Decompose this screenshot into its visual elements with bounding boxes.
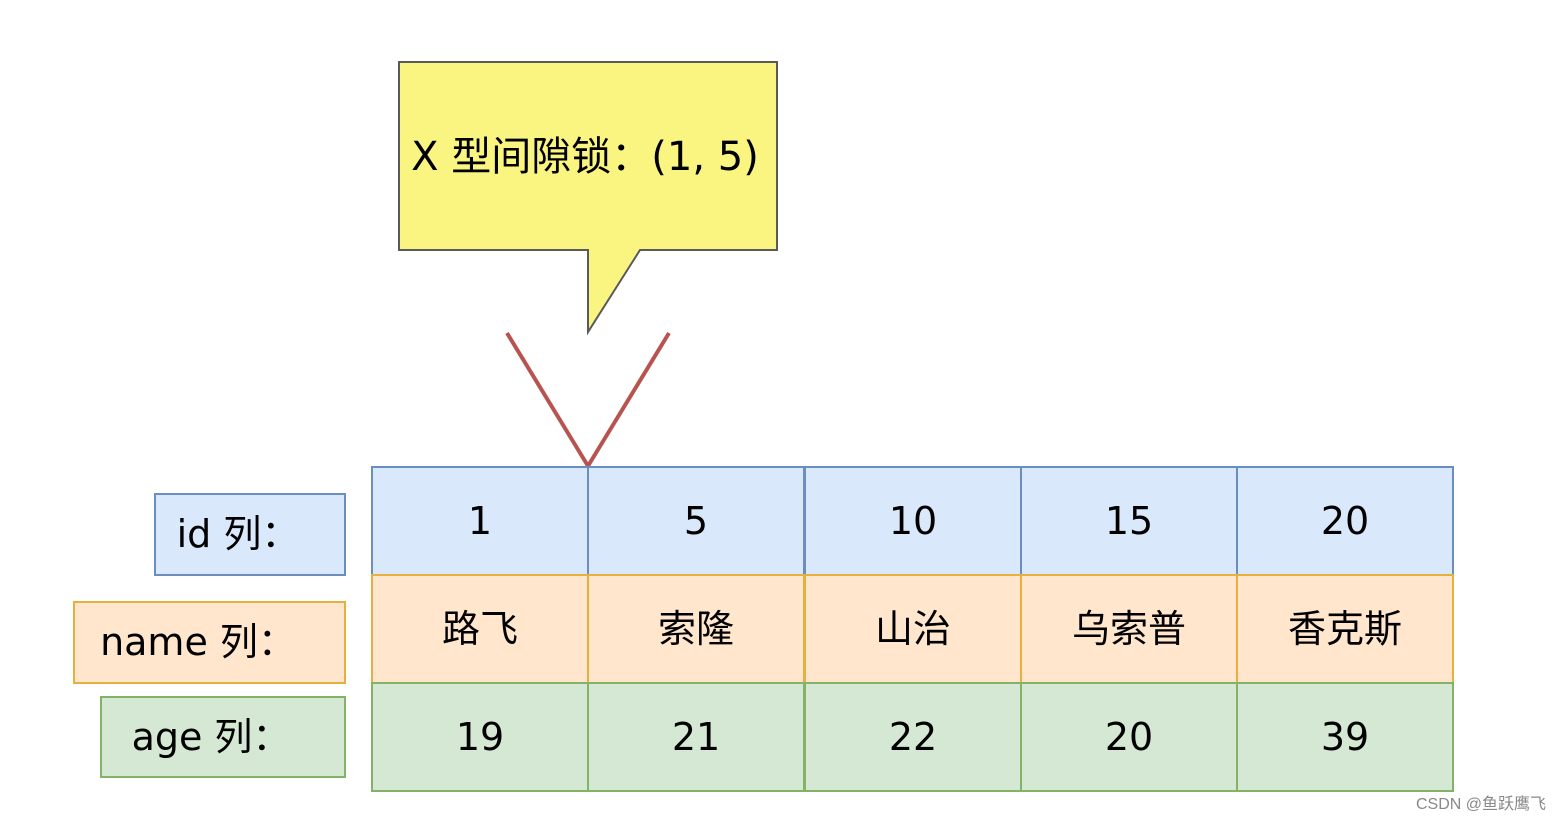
- name-column-label: name 列：: [100, 620, 296, 664]
- id-value-1: 1: [468, 499, 492, 543]
- age-value-3: 22: [889, 715, 937, 759]
- gap-marker-right-line: [586, 331, 671, 468]
- age-value-4: 20: [1105, 715, 1153, 759]
- gap-marker-left-line: [505, 331, 590, 468]
- watermark: CSDN @鱼跃鹰飞: [1415, 796, 1546, 813]
- id-value-3: 10: [889, 499, 937, 543]
- age-cell-4: [1020, 682, 1238, 792]
- id-value-2: 5: [684, 499, 708, 543]
- callout-bubble-group: X 型间隙锁：(1, 5): [398, 61, 778, 336]
- callout-text: X 型间隙锁：(1, 5): [411, 134, 759, 180]
- age-cell-3: [804, 682, 1022, 792]
- age-column-label: age 列：: [132, 715, 291, 759]
- id-cell-5: [1236, 466, 1454, 576]
- id-column-label: id 列：: [177, 512, 300, 556]
- id-value-4: 15: [1105, 499, 1153, 543]
- age-cell-5: [1236, 682, 1454, 792]
- name-value-1: 路飞: [442, 607, 518, 651]
- gap-marker: [505, 331, 671, 468]
- name-value-4: 乌索普: [1072, 607, 1186, 651]
- name-value-3: 山治: [875, 607, 951, 651]
- age-cell-1: [371, 682, 589, 792]
- id-value-5: 20: [1321, 499, 1369, 543]
- callout-bubble: [398, 61, 778, 336]
- row-labels: id 列： name 列： age 列：: [73, 493, 346, 778]
- name-value-2: 索隆: [658, 607, 734, 651]
- id-cell-1: [371, 466, 589, 576]
- id-column-label-box: [154, 493, 346, 576]
- age-value-2: 21: [672, 715, 720, 759]
- age-column-label-box: [100, 696, 346, 778]
- name-value-5: 香克斯: [1288, 607, 1402, 651]
- name-cell-2: [587, 574, 805, 684]
- name-column-label-box: [73, 601, 346, 684]
- age-value-5: 39: [1321, 715, 1369, 759]
- id-cell-3: [804, 466, 1022, 576]
- age-value-1: 19: [456, 715, 504, 759]
- name-cell-4: [1020, 574, 1238, 684]
